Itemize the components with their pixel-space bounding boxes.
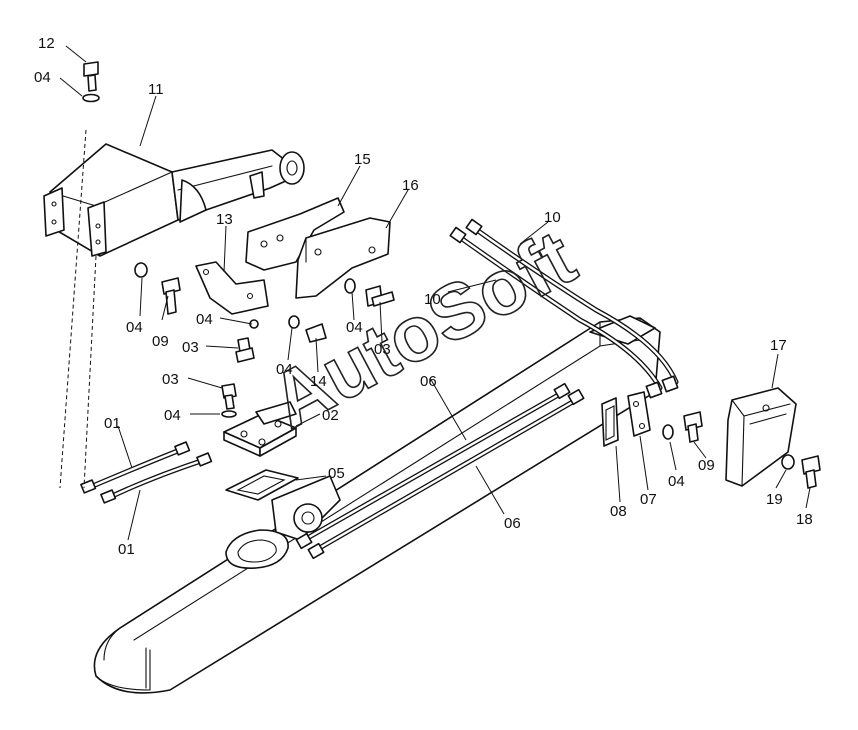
label-04: 04 [346,319,363,336]
label-09: 09 [152,333,169,350]
label-02: 02 [322,407,339,424]
label-18: 18 [796,511,813,528]
part-02-valve-block [223,401,297,457]
callout-labels: 12 04 11 15 16 13 10 10 04 09 04 03 04 0… [34,35,813,558]
label-12: 12 [38,35,55,52]
label-14: 14 [310,373,327,390]
part-16-bracket [295,217,391,299]
label-04: 04 [276,361,293,378]
label-03: 03 [162,371,179,388]
label-16: 16 [402,177,419,194]
label-04: 04 [164,407,181,424]
label-13: 13 [216,211,233,228]
part-13-plate [195,261,269,315]
label-05: 05 [328,465,345,482]
part-17-block [725,387,797,487]
label-01: 01 [104,415,121,432]
label-19: 19 [766,491,783,508]
part-15-bracket [245,197,345,271]
label-09: 09 [698,457,715,474]
label-07: 07 [640,491,657,508]
label-06: 06 [420,373,437,390]
label-04: 04 [34,69,51,86]
label-04: 04 [196,311,213,328]
label-10: 10 [544,209,561,226]
label-11: 11 [148,81,164,98]
label-15: 15 [354,151,371,168]
parts-19-18-hardware [781,454,821,489]
leader-lines [59,45,811,541]
label-03: 03 [182,339,199,356]
label-03: 03 [374,341,391,358]
part-05-gasket [225,469,299,501]
label-08: 08 [610,503,627,520]
part-01-hoses [80,441,213,504]
part-06-tubes [295,382,585,560]
label-06: 06 [504,515,521,532]
label-04: 04 [668,473,685,490]
part-11-housing [43,143,305,257]
parts-08-07-plates [601,391,703,447]
part-12-bolt [82,61,100,103]
part-10-hoses [449,218,679,399]
label-04: 04 [126,319,143,336]
hardware-cluster [134,262,395,418]
boom-arm [93,315,661,694]
label-01: 01 [118,541,135,558]
label-17: 17 [770,337,787,354]
label-10: 10 [424,291,441,308]
